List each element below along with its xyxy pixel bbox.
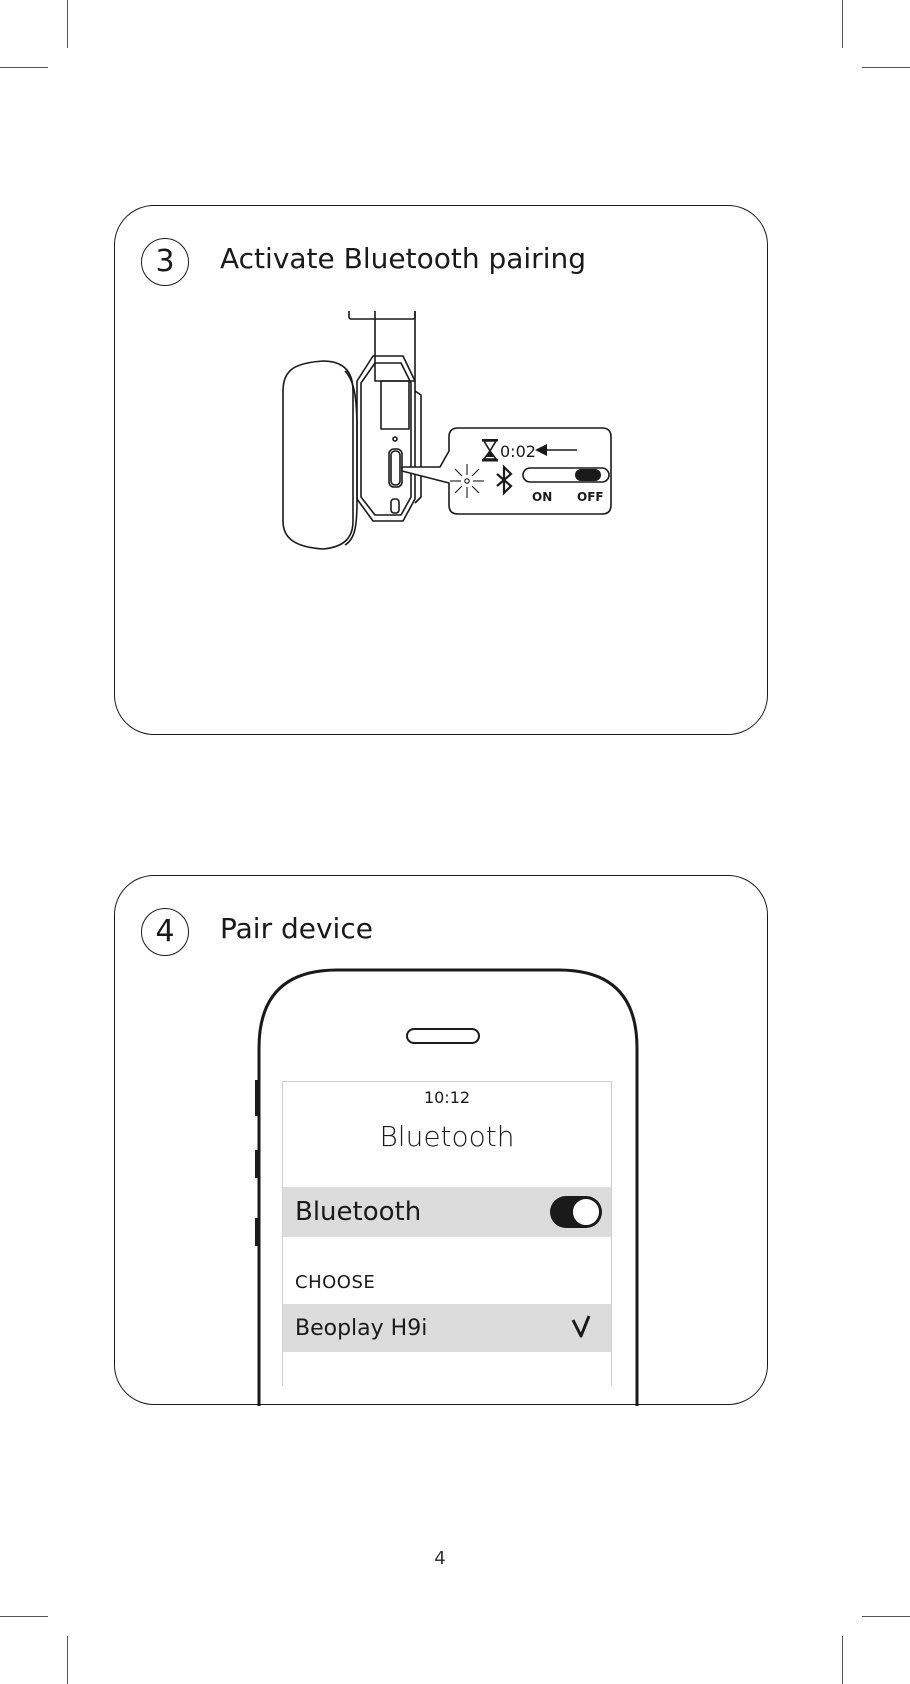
step-title: Pair device [220, 912, 373, 946]
status-time: 10:12 [283, 1088, 611, 1107]
phone-screen: 10:12 Bluetooth Bluetooth CHOOSE Beoplay… [282, 1081, 612, 1386]
crop-mark [862, 1616, 910, 1617]
device-list-item[interactable]: Beoplay H9i [283, 1304, 611, 1352]
bluetooth-toggle[interactable] [550, 1196, 602, 1228]
step-title: Activate Bluetooth pairing [220, 242, 586, 276]
section-header: CHOOSE [295, 1272, 375, 1293]
step-number: 4 [141, 908, 189, 956]
step-4-card: 4 Pair device 10:12 Bluetooth Bluetooth … [114, 875, 768, 1405]
headphone-illustration: 0:02 ON OFF [275, 311, 695, 691]
bluetooth-row-label: Bluetooth [295, 1197, 421, 1227]
switch-on-label: ON [532, 490, 552, 504]
crop-mark [842, 0, 843, 48]
device-name: Beoplay H9i [295, 1316, 427, 1341]
step-3-card: 3 Activate Bluetooth pairing [114, 205, 768, 735]
phone-speaker [407, 1029, 479, 1043]
crop-mark [842, 1636, 843, 1684]
crop-mark [862, 67, 910, 68]
crop-mark [0, 67, 48, 68]
step-number: 3 [141, 238, 189, 286]
crop-mark [67, 1636, 68, 1684]
bluetooth-toggle-row[interactable]: Bluetooth [283, 1187, 611, 1237]
timer-label: 0:02 [500, 442, 536, 461]
switch-off-label: OFF [577, 490, 604, 504]
toggle-knob [572, 1198, 600, 1226]
screen-title: Bluetooth [283, 1120, 611, 1153]
crop-mark [67, 0, 68, 48]
page-number: 4 [0, 1548, 880, 1569]
checkmark-icon [571, 1314, 591, 1340]
crop-mark [0, 1616, 48, 1617]
